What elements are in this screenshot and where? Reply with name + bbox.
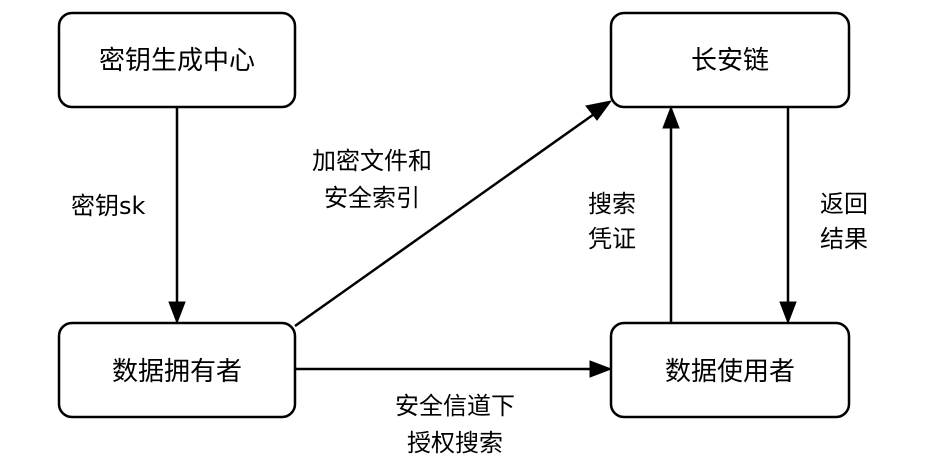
edge-owner-to-chain-label-line2: 安全索引: [324, 184, 420, 212]
node-key-center: 密钥生成中心: [57, 11, 297, 109]
edge-user-to-chain-label-line2: 凭证: [588, 225, 636, 253]
edge-key-to-owner: [168, 107, 186, 325]
edge-owner-to-user-label-line1: 安全信道下: [395, 392, 515, 420]
edge-key-to-owner-arrowhead: [168, 301, 186, 325]
node-chain-label: 长安链: [691, 46, 769, 76]
node-data-owner: 数据拥有者: [57, 321, 297, 419]
edge-owner-to-chain-label-line1: 加密文件和: [312, 147, 432, 175]
edge-key-to-owner-label: 密钥sk: [71, 192, 146, 220]
node-data-owner-label: 数据拥有者: [112, 357, 242, 387]
edge-chain-to-user-label-line1: 返回: [820, 190, 868, 218]
node-data-user: 数据使用者: [609, 321, 851, 419]
node-data-user-label: 数据使用者: [665, 357, 795, 387]
edge-owner-to-chain-arrowhead: [585, 100, 613, 121]
edge-owner-to-user-arrowhead: [589, 360, 613, 378]
edge-user-to-chain-arrowhead: [662, 105, 680, 129]
edge-owner-to-chain-line: [294, 110, 598, 328]
edge-owner-to-user-label-line2: 授权搜索: [407, 429, 503, 457]
edge-chain-to-user-label-line2: 结果: [820, 225, 868, 253]
edge-user-to-chain-label-line1: 搜索: [588, 190, 636, 218]
edge-user-to-chain: [662, 105, 680, 323]
edge-chain-to-user-arrowhead: [779, 301, 797, 325]
edge-owner-to-chain: [294, 100, 613, 328]
edge-owner-to-user: [295, 360, 613, 378]
node-key-center-label: 密钥生成中心: [99, 46, 255, 76]
node-chain: 长安链: [609, 11, 851, 109]
edge-chain-to-user: [779, 107, 797, 325]
